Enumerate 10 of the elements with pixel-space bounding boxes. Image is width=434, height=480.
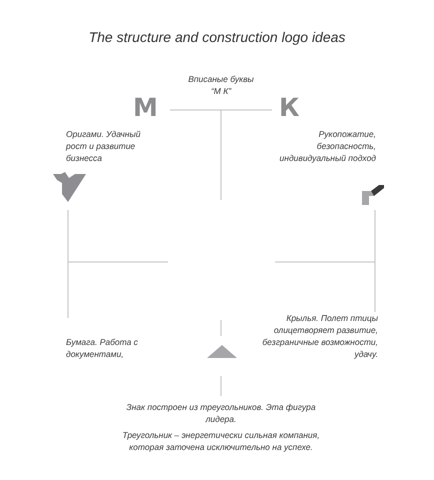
annotation-text: Бумага. Работа с документами,	[66, 336, 139, 360]
letter-label: М	[133, 95, 158, 120]
annotation-text: Рукопожатие, безопасность, индивидуальный подход	[278, 128, 376, 164]
annotation-text: Треугольник – энергетически сильная компания, которая заточена исключительно на успехе.	[121, 429, 321, 453]
annotation-text: Крылья. Полет птицы олицетворяет развитие, безграничные возможности, удачу.	[261, 312, 378, 360]
annotation-text: Оригами. Удачный рост и развитие бизнесса	[66, 128, 142, 164]
title: The structure and construction logo ideas	[88, 28, 346, 46]
annotation-text: Знак построен из треугольников. Эта фигура лидера.	[126, 401, 316, 425]
letter-label: К	[279, 95, 300, 120]
annotation-text: Вписаные буквы “М К”	[187, 73, 255, 97]
